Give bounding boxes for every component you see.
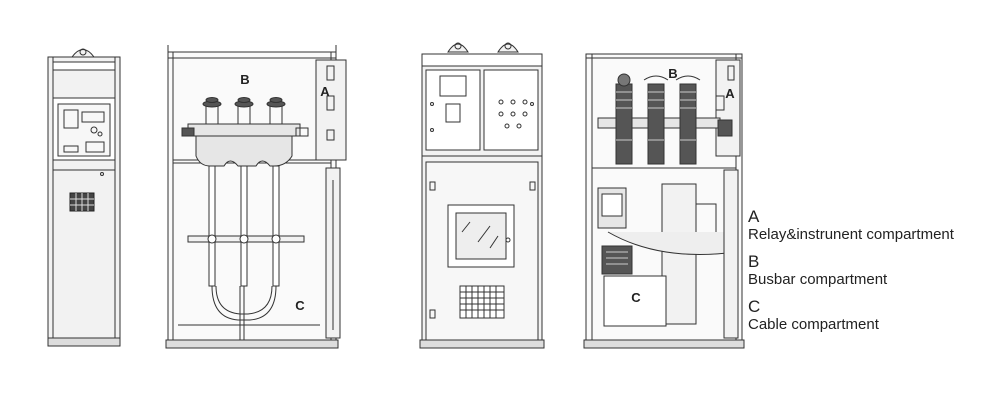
legend-item-c: C Cable compartment xyxy=(748,298,993,334)
side-section-view: B A C xyxy=(165,45,347,349)
label-c: C xyxy=(295,298,305,313)
vent-grille xyxy=(459,285,505,319)
front-wide-view xyxy=(419,42,545,349)
legend-description: Busbar compartment xyxy=(748,271,888,288)
viewing-window xyxy=(447,204,515,268)
cable-device xyxy=(601,245,633,275)
compartment-legend: A Relay&instrunent compartment B Busbar … xyxy=(748,208,993,343)
cutaway-view: B A C xyxy=(583,53,745,349)
front-narrow-view xyxy=(47,48,121,347)
legend-letter: C xyxy=(748,297,761,316)
legend-letter: B xyxy=(748,252,760,271)
legend-description: Cable compartment xyxy=(748,316,879,333)
label-a: A xyxy=(725,86,735,101)
current-transformers xyxy=(615,73,701,165)
busbar-insulators xyxy=(202,97,286,125)
vent-grille xyxy=(69,192,95,212)
label-b: B xyxy=(240,72,249,87)
legend-letter: A xyxy=(748,207,760,226)
indicator-lights xyxy=(498,99,528,129)
legend-item-a: A Relay&instrunent compartment xyxy=(748,208,993,244)
label-c: C xyxy=(631,290,641,305)
cable-terminations xyxy=(208,165,280,340)
legend-item-b: B Busbar compartment xyxy=(748,253,993,289)
label-a: A xyxy=(320,84,330,99)
label-b: B xyxy=(668,66,677,81)
legend-description: Relay&instrunent compartment xyxy=(748,226,954,243)
